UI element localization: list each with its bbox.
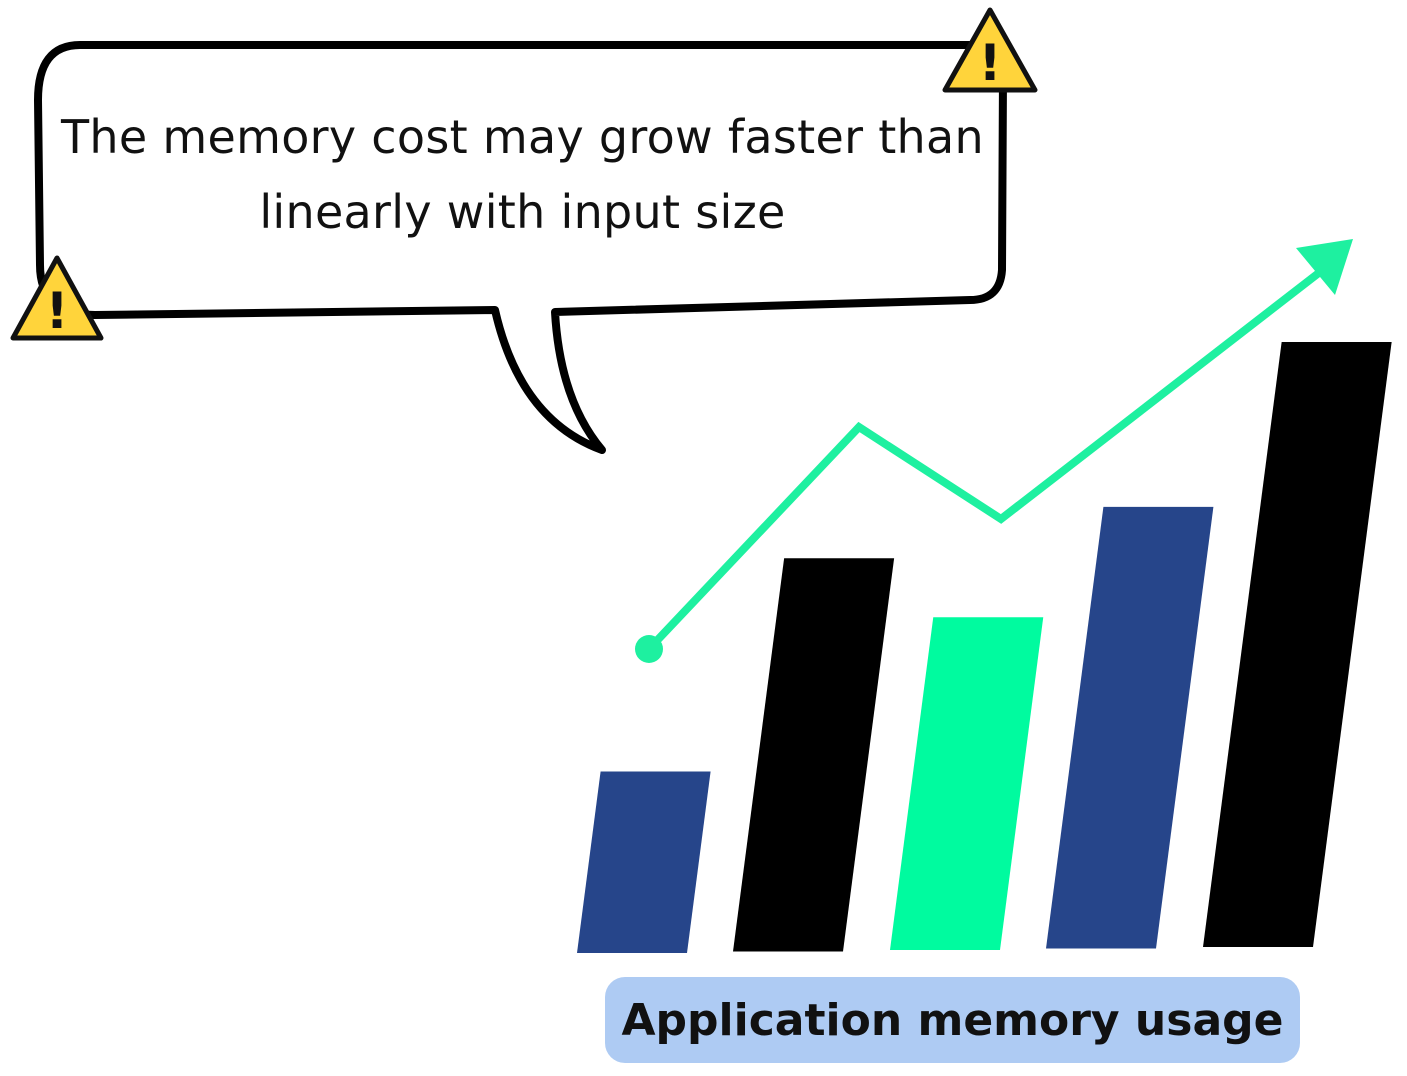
warning-triangle-icon: ! xyxy=(942,7,1038,93)
arrow-head-icon xyxy=(1296,239,1353,295)
svg-text:!: ! xyxy=(46,282,69,340)
callout-line-1: The memory cost may grow faster than xyxy=(61,110,984,164)
chart-title-label: Application memory usage xyxy=(605,977,1300,1063)
trend-start-dot xyxy=(635,635,663,663)
trend-arrow xyxy=(635,239,1353,663)
bar-4 xyxy=(1046,506,1214,949)
bar-5 xyxy=(1203,342,1392,947)
svg-text:!: ! xyxy=(979,34,1002,92)
warning-triangle-icon: ! xyxy=(10,255,104,341)
callout-line-2: linearly with input size xyxy=(259,185,786,239)
bar-1 xyxy=(577,771,711,953)
bar-2 xyxy=(733,558,895,952)
trend-line xyxy=(646,268,1323,652)
bar-chart xyxy=(577,342,1392,953)
callout-text: The memory cost may grow faster than lin… xyxy=(60,100,985,250)
bar-3 xyxy=(890,617,1044,950)
speech-bubble xyxy=(34,41,1007,454)
